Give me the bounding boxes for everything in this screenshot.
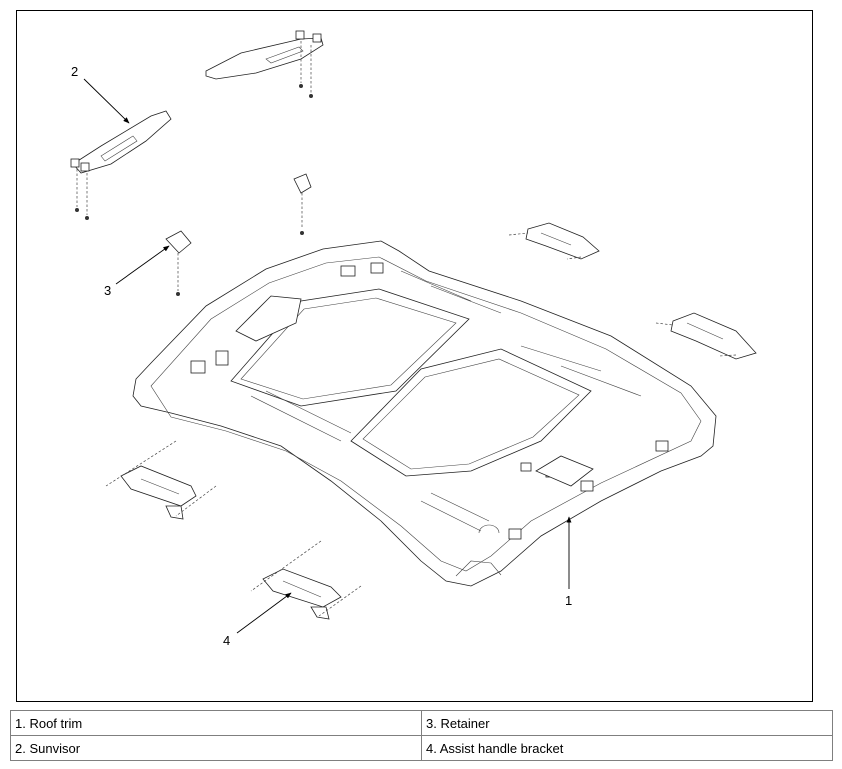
roof-trim bbox=[132, 240, 717, 587]
legend-item-assist-handle-bracket: 4. Assist handle bracket bbox=[421, 735, 833, 761]
screw-icon bbox=[309, 94, 313, 98]
callout-3: 3 bbox=[104, 283, 111, 298]
legend-item-roof-trim: 1. Roof trim bbox=[10, 710, 422, 736]
callout-4: 4 bbox=[223, 633, 230, 648]
legend-table: 1. Roof trim 3. Retainer 2. Sunvisor 4. … bbox=[10, 710, 833, 761]
screw-icon bbox=[176, 292, 180, 296]
assist-handle-bracket-rear-left bbox=[105, 440, 217, 520]
screw-icon bbox=[75, 208, 79, 212]
sunvisor-right bbox=[205, 30, 324, 98]
retainer-lower bbox=[165, 230, 192, 296]
retainer-upper bbox=[293, 173, 312, 235]
legend-item-sunvisor: 2. Sunvisor bbox=[10, 735, 422, 761]
legend-item-retainer: 3. Retainer bbox=[421, 710, 833, 736]
screw-icon bbox=[300, 231, 304, 235]
exploded-view-drawing: 2 3 1 4 bbox=[70, 30, 757, 648]
legend-row: 1. Roof trim 3. Retainer bbox=[10, 710, 833, 736]
screw-icon bbox=[299, 84, 303, 88]
sunvisor-left bbox=[70, 110, 172, 220]
screw-icon bbox=[85, 216, 89, 220]
callout-2: 2 bbox=[71, 64, 78, 79]
diagram-frame: 2 3 1 4 bbox=[16, 10, 813, 702]
callout-1: 1 bbox=[565, 593, 572, 608]
assist-handle-bracket-front-left bbox=[250, 540, 362, 620]
assist-handle-bracket-front-right bbox=[655, 312, 757, 360]
callout-leaders bbox=[83, 78, 572, 634]
legend-row: 2. Sunvisor 4. Assist handle bracket bbox=[10, 735, 833, 761]
assist-handle-bracket-rear-right bbox=[508, 222, 600, 260]
